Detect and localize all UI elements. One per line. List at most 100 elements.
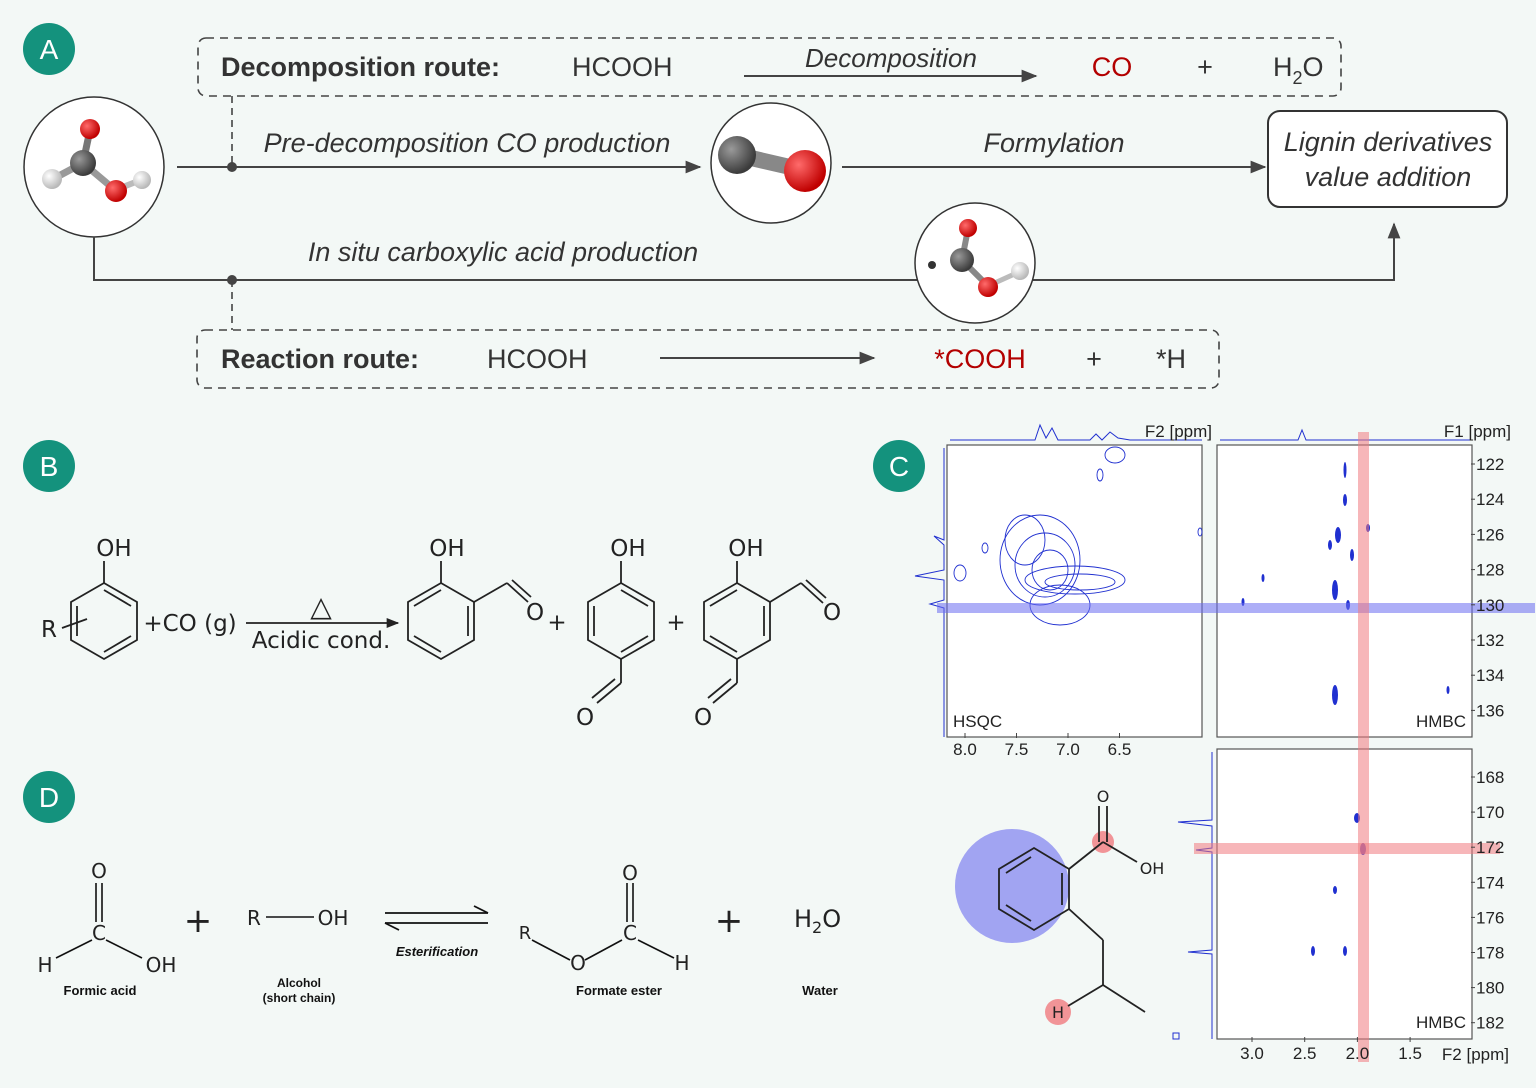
decomposition-product-water: H2O (1273, 52, 1324, 88)
acidic-condition-label: Acidic cond. (252, 628, 391, 654)
bottom-y-tick-label: 174 (1476, 873, 1504, 892)
hmbc-top-label: HMBC (1416, 712, 1466, 731)
aromatic-blue-band (937, 603, 1535, 613)
hsqc-f2-axis-label: F2 [ppm] (1145, 422, 1212, 441)
aromatic-highlight (955, 829, 1069, 943)
decomposition-arrow-label: Decomposition (805, 43, 977, 73)
plus-sign: + (184, 901, 213, 941)
hsqc-label: HSQC (953, 712, 1002, 731)
decomposition-route-title: Decomposition route: (221, 52, 500, 82)
formic-h: H (37, 953, 52, 977)
alcohol-r: R (247, 906, 261, 930)
formic-acid-molecule-icon (23, 96, 165, 238)
alkyl-h-highlight (1045, 999, 1071, 1025)
top-y-tick-label: 122 (1476, 455, 1504, 474)
panel-b: B OH R +CO (g) △ Acidic cond. OH O + (23, 440, 841, 731)
salicylaldehyde-o: O (526, 600, 544, 626)
bottom-x-tick-label: 3.0 (1240, 1044, 1264, 1063)
small-marker (1172, 1032, 1180, 1040)
hmbc-f1-projection (1177, 752, 1213, 1039)
salicylaldehyde-oh: OH (429, 536, 464, 562)
top-y-tick-label: 126 (1476, 525, 1504, 544)
formate-ester-caption: Formate ester (576, 983, 662, 998)
formylation-label: Formylation (983, 128, 1124, 158)
lignin-target-line1: Lignin derivatives (1284, 127, 1493, 157)
formate-ester-structure (531, 883, 675, 961)
reaction-route-title: Reaction route: (221, 344, 419, 374)
phenol-structure (61, 561, 138, 661)
salicylaldehyde-structure (407, 561, 532, 661)
bottom-y-tick-label: 176 (1476, 908, 1504, 927)
ester-r: R (519, 923, 532, 944)
bottom-y-tick-label: 168 (1476, 768, 1504, 787)
top-y-tick-label: 130 (1476, 596, 1504, 615)
co-gas-reagent: +CO (g) (143, 611, 236, 637)
alkyl-red-band (1358, 432, 1369, 1062)
panel-badge-a (23, 23, 75, 75)
lignin-target-box (1267, 110, 1508, 208)
bottom-x-tick-label: 2.0 (1346, 1044, 1370, 1063)
hmbc-bottom-f2-axis-label: F2 [ppm] (1442, 1045, 1509, 1064)
ester-o: O (570, 951, 586, 975)
ester-c: C (623, 921, 637, 945)
equilibrium-arrow (384, 905, 489, 931)
panel-label-b: B (40, 451, 59, 482)
reaction-product-cooh: *COOH (934, 344, 1026, 374)
cooh-radical-molecule-icon (914, 202, 1036, 324)
hydroxybenzaldehyde-structure (587, 561, 655, 704)
lignin-target-line2: value addition (1305, 162, 1472, 192)
bottom-y-tick-label: 180 (1476, 979, 1504, 998)
pre-decomposition-label: Pre-decomposition CO production (264, 128, 671, 158)
plus-sign: + (547, 610, 566, 636)
hmbc-bottom-spectrum-frame (1216, 748, 1473, 1040)
junction-dot (227, 162, 237, 172)
top-y-tick-label: 132 (1476, 631, 1504, 650)
dialdehyde-structure (703, 561, 827, 704)
reaction-plus: + (1086, 344, 1102, 374)
panel-a: A Decomposition route: HCOOH Decompositi… (23, 23, 1508, 389)
formic-oh: OH (146, 953, 177, 977)
hsqc-f1-projection (914, 448, 945, 737)
bottom-x-tick-labels: 3.0 2.5 2.0 1.5 (1240, 1037, 1422, 1063)
hsqc-f2-projection (950, 423, 1202, 441)
ester-o-top: O (622, 861, 638, 885)
panel-badge-d (23, 771, 75, 823)
hmbc-top-peaks (1241, 462, 1450, 705)
formic-acid-caption: Formic acid (64, 983, 137, 998)
decomposition-product-co: CO (1092, 52, 1133, 82)
hsqc-x-tick-label: 7.5 (1005, 740, 1029, 759)
decomposition-route-box (197, 37, 1342, 97)
plus-sign: + (715, 901, 744, 941)
formic-acid-structure (55, 883, 143, 959)
hmbc-top-spectrum-frame (1216, 444, 1473, 738)
hsqc-x-tick-label: 7.0 (1056, 740, 1080, 759)
hydroxybenzaldehyde-o: O (576, 705, 594, 731)
hsqc-x-tick-label: 6.5 (1108, 740, 1132, 759)
bottom-x-tick-label: 2.5 (1293, 1044, 1317, 1063)
top-y-tick-label: 128 (1476, 561, 1504, 580)
carbonyl-red-band (1194, 843, 1500, 854)
hmbc-f1-axis-label: F1 [ppm] (1444, 422, 1511, 441)
reaction-reactant: HCOOH (487, 344, 588, 374)
decomposition-plus: + (1197, 52, 1213, 82)
in-situ-path (93, 222, 1401, 281)
ester-h: H (674, 951, 689, 975)
bottom-y-tick-label: 172 (1476, 838, 1504, 857)
mol-h: H (1052, 1003, 1064, 1022)
bottom-y-tick-label: 182 (1476, 1014, 1504, 1033)
phenol-r: R (41, 617, 57, 643)
formic-c: C (92, 921, 106, 945)
reaction-product-h: *H (1156, 344, 1186, 374)
panel-c: C (873, 422, 1535, 1064)
panel-badge-b (23, 440, 75, 492)
alcohol-oh: OH (318, 906, 349, 930)
hydroxybenzaldehyde-oh: OH (610, 536, 645, 562)
panel-badge-c (873, 440, 925, 492)
alcohol-caption-line1: Alcohol (277, 976, 321, 990)
hydrocinnamic-structure (998, 806, 1146, 1013)
bottom-x-tick-label: 1.5 (1398, 1044, 1422, 1063)
